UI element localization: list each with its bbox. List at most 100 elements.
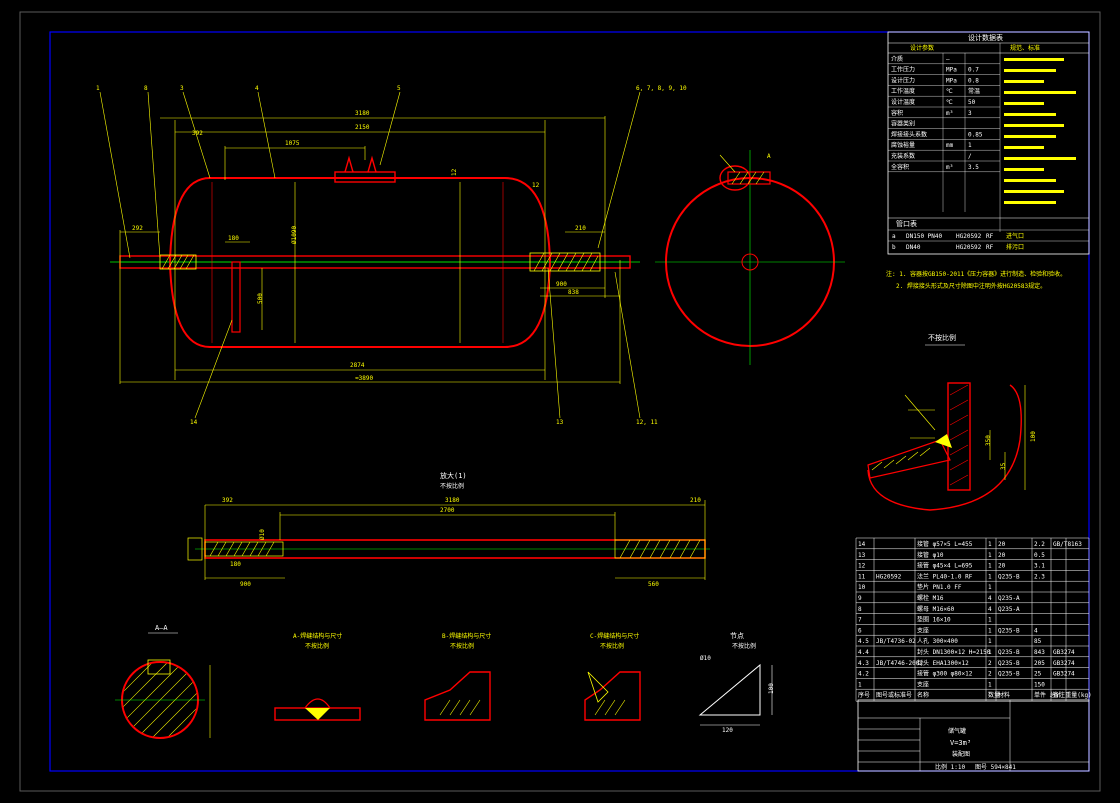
parts-cell: 1 [988, 573, 992, 580]
pipe-dim-3180: 3180 [445, 497, 460, 504]
pipe-dim-2700: 2700 [440, 507, 455, 514]
design-row-param: 工作温度 [891, 87, 915, 95]
balloon-13: 13 [556, 419, 564, 426]
dim-inner-length: 2150 [355, 124, 370, 131]
weld-c-title: C-焊缝结构与尺寸 [590, 632, 639, 640]
parts-header-cell: 图号或标准号 [876, 691, 912, 699]
parts-cell: 螺栓 M16 [917, 594, 944, 602]
parts-cell: GB3274 [1053, 649, 1075, 656]
parts-cell: Q235-B [998, 660, 1020, 667]
parts-cell: 4.2 [858, 671, 869, 678]
parts-cell: 封头 EHA1300×12 [917, 659, 969, 667]
design-row-param: 设计温度 [891, 98, 915, 106]
parts-cell: GB3274 [1053, 660, 1075, 667]
dim-inner-500: 500 [257, 293, 264, 304]
design-row-param: 设计压力 [891, 76, 915, 84]
side-label: A [767, 153, 771, 160]
design-row-value: 50 [968, 99, 976, 106]
design-row-unit: — [946, 56, 950, 63]
parts-cell: 1 [858, 681, 862, 688]
parts-cell: GB/T8163 [1053, 541, 1082, 548]
parts-cell: 14 [858, 541, 866, 548]
spec-text-bar [1004, 69, 1056, 72]
dim-left-offset: 392 [192, 130, 203, 137]
parts-cell: Q235-A [998, 595, 1020, 602]
spec-text-bar [1004, 58, 1064, 61]
dim-right-len: 210 [575, 225, 586, 232]
parts-cell: Q235-B [998, 671, 1020, 678]
parts-cell: 2 [988, 671, 992, 678]
vessel-elevation: 3180 2150 392 1075 210 2874 ≈3890 900 83… [96, 85, 687, 426]
drawing-border [49, 31, 1090, 772]
design-row-value: 常温 [968, 87, 980, 95]
design-row-param: 容器类别 [891, 120, 915, 128]
weld-detail-large: 不按比例 100 350 35 [867, 333, 1037, 511]
node-title: 节点 [730, 632, 744, 640]
parts-cell: 1 [988, 638, 992, 645]
node-dim-120: 120 [722, 727, 733, 734]
nozzle-cell: HG20592 [956, 244, 982, 251]
title-name: 储气罐 [948, 727, 966, 735]
spec-text-bar [1004, 113, 1056, 116]
title-volume: V=3m³ [950, 739, 971, 747]
vessel-shell [168, 177, 552, 348]
dim-inner-180: 180 [228, 235, 239, 242]
parts-cell: HG20592 [876, 573, 902, 580]
parts-cell: Q235-B [998, 649, 1020, 656]
parts-cell: 4 [1034, 627, 1038, 634]
design-row-unit: ℃ [946, 88, 953, 95]
spec-text-bar [1004, 157, 1076, 160]
design-row-value: 3 [968, 110, 972, 117]
spec-text-bar [1004, 91, 1076, 94]
right-flange-hatch [529, 252, 601, 272]
spec-text-bar [1004, 168, 1044, 171]
section-aa: A—A [115, 624, 211, 739]
parts-cell: 0.5 [1034, 552, 1045, 559]
balloon-1: 1 [96, 85, 100, 92]
parts-cell: 4 [988, 595, 992, 602]
balloon-14: 14 [190, 419, 198, 426]
outer-frame [19, 11, 1101, 792]
parts-cell: GB3274 [1053, 671, 1075, 678]
title-sheet: 图号 594×841 [975, 764, 1016, 771]
parts-cell: 1 [988, 541, 992, 548]
parts-cell: 20 [998, 552, 1006, 559]
parts-cell: 2.2 [1034, 541, 1045, 548]
weld-b-sub: 不按比例 [450, 642, 474, 650]
nozzle-cell: a [892, 233, 896, 240]
pipe-dim-180: 180 [230, 561, 241, 568]
nozzle-cell: RF [986, 233, 994, 240]
note-2: 2. 焊接接头形式及尺寸除图中注明外按HG20583规定。 [896, 282, 1046, 290]
pipe-section-view: 放大(1) 不按比例 3180 2700 392 210 180 900 560… [187, 471, 710, 588]
dim-left-292: 292 [132, 225, 143, 232]
dim-nozzle-pos: 1075 [285, 140, 300, 147]
node-detail: 节点 不按比例 Ø10 120 100 [698, 632, 775, 734]
node-sub: 不按比例 [732, 642, 756, 650]
design-row-unit: MPa [946, 67, 957, 74]
pipe-dim-210: 210 [690, 497, 701, 504]
parts-header-cell: 材料 [998, 691, 1010, 699]
parts-cell: 843 [1034, 649, 1045, 656]
weld-b-title: B-焊缝结构与尺寸 [442, 632, 491, 640]
title-sub: 装配图 [952, 750, 970, 758]
parts-cell: 8 [858, 606, 862, 613]
parts-cell: 支座 [917, 626, 929, 634]
parts-cell: 4.5 [858, 638, 869, 645]
nozzle-cell: RF [986, 244, 994, 251]
parts-cell: 螺母 M16×60 [917, 605, 955, 613]
pipe-dim-392: 392 [222, 497, 233, 504]
parts-cell: 85 [1034, 638, 1042, 645]
parts-cell: 13 [858, 552, 866, 559]
detail-dim-350: 350 [985, 435, 992, 446]
parts-cell: JB/T4736-02 [876, 638, 916, 645]
design-row-value: 3.5 [968, 164, 979, 171]
parts-cell: 4 [988, 606, 992, 613]
parts-cell: 20 [998, 563, 1006, 570]
balloon-2: 8 [144, 85, 148, 92]
parts-cell: 20 [998, 541, 1006, 548]
detail-title: 不按比例 [928, 333, 956, 342]
spec-text-bar [1004, 201, 1056, 204]
